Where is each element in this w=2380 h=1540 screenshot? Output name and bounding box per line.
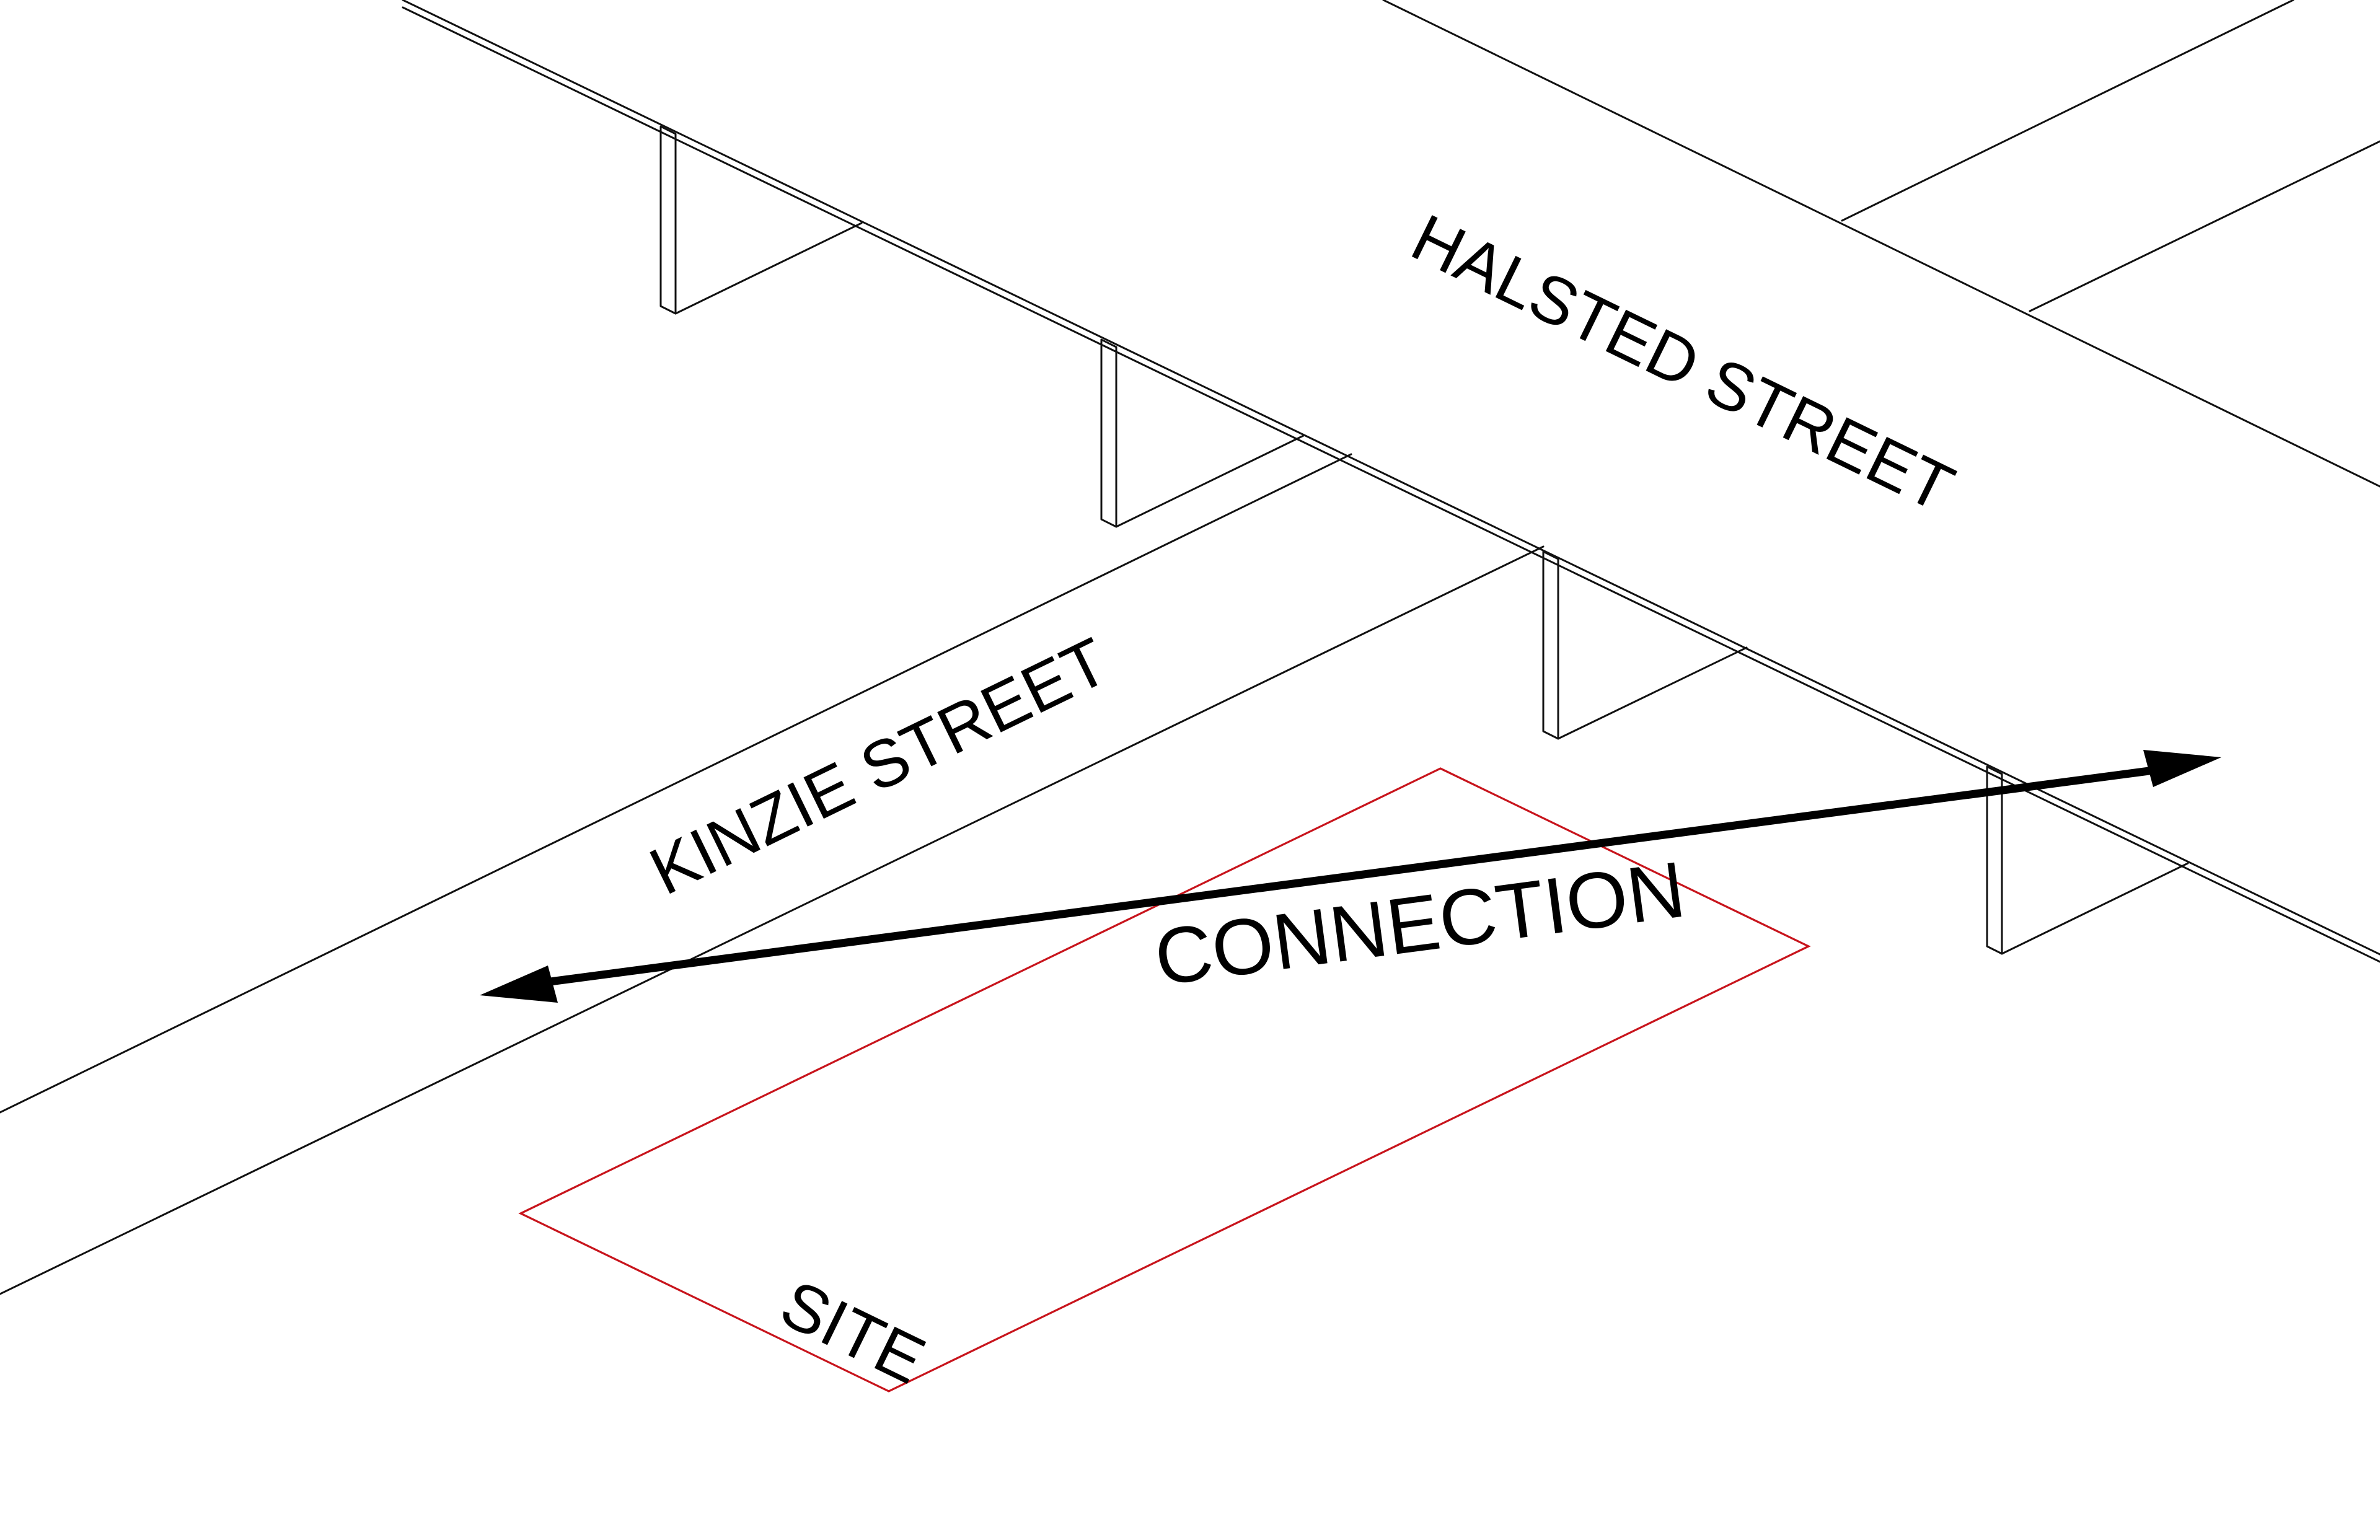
viaduct-piers [659, 125, 2189, 955]
viaduct-pier [1986, 765, 2189, 955]
cross-street-edge-lower [2029, 140, 2380, 312]
cross-street-edge-upper [1841, 0, 2294, 222]
site-label: SITE [770, 1265, 937, 1398]
kinzie-street-edge-south [0, 545, 1545, 1295]
arrowhead-west-icon [480, 966, 558, 1003]
viaduct-pier [1100, 338, 1305, 528]
connection-arrow-shaft [540, 765, 2164, 987]
arrowhead-east-icon [2143, 750, 2221, 787]
halsted-street-edge-east [1382, 0, 2380, 488]
kinzie-street-edge-north [0, 453, 1352, 1114]
halsted-street-road [1382, 0, 2380, 488]
viaduct-pier [659, 125, 863, 315]
connection-arrow [480, 750, 2221, 1003]
site-boundary [518, 767, 1811, 1393]
kinzie-street-road [0, 453, 1545, 1295]
viaduct-pier [1542, 550, 1748, 740]
viaduct-deck-top-edge [402, 0, 2380, 956]
viaduct-deck-bottom-edge [402, 6, 2380, 963]
halsted-street-label: HALSTED STREET [1401, 200, 1965, 526]
halsted-viaduct-deck [402, 0, 2380, 963]
